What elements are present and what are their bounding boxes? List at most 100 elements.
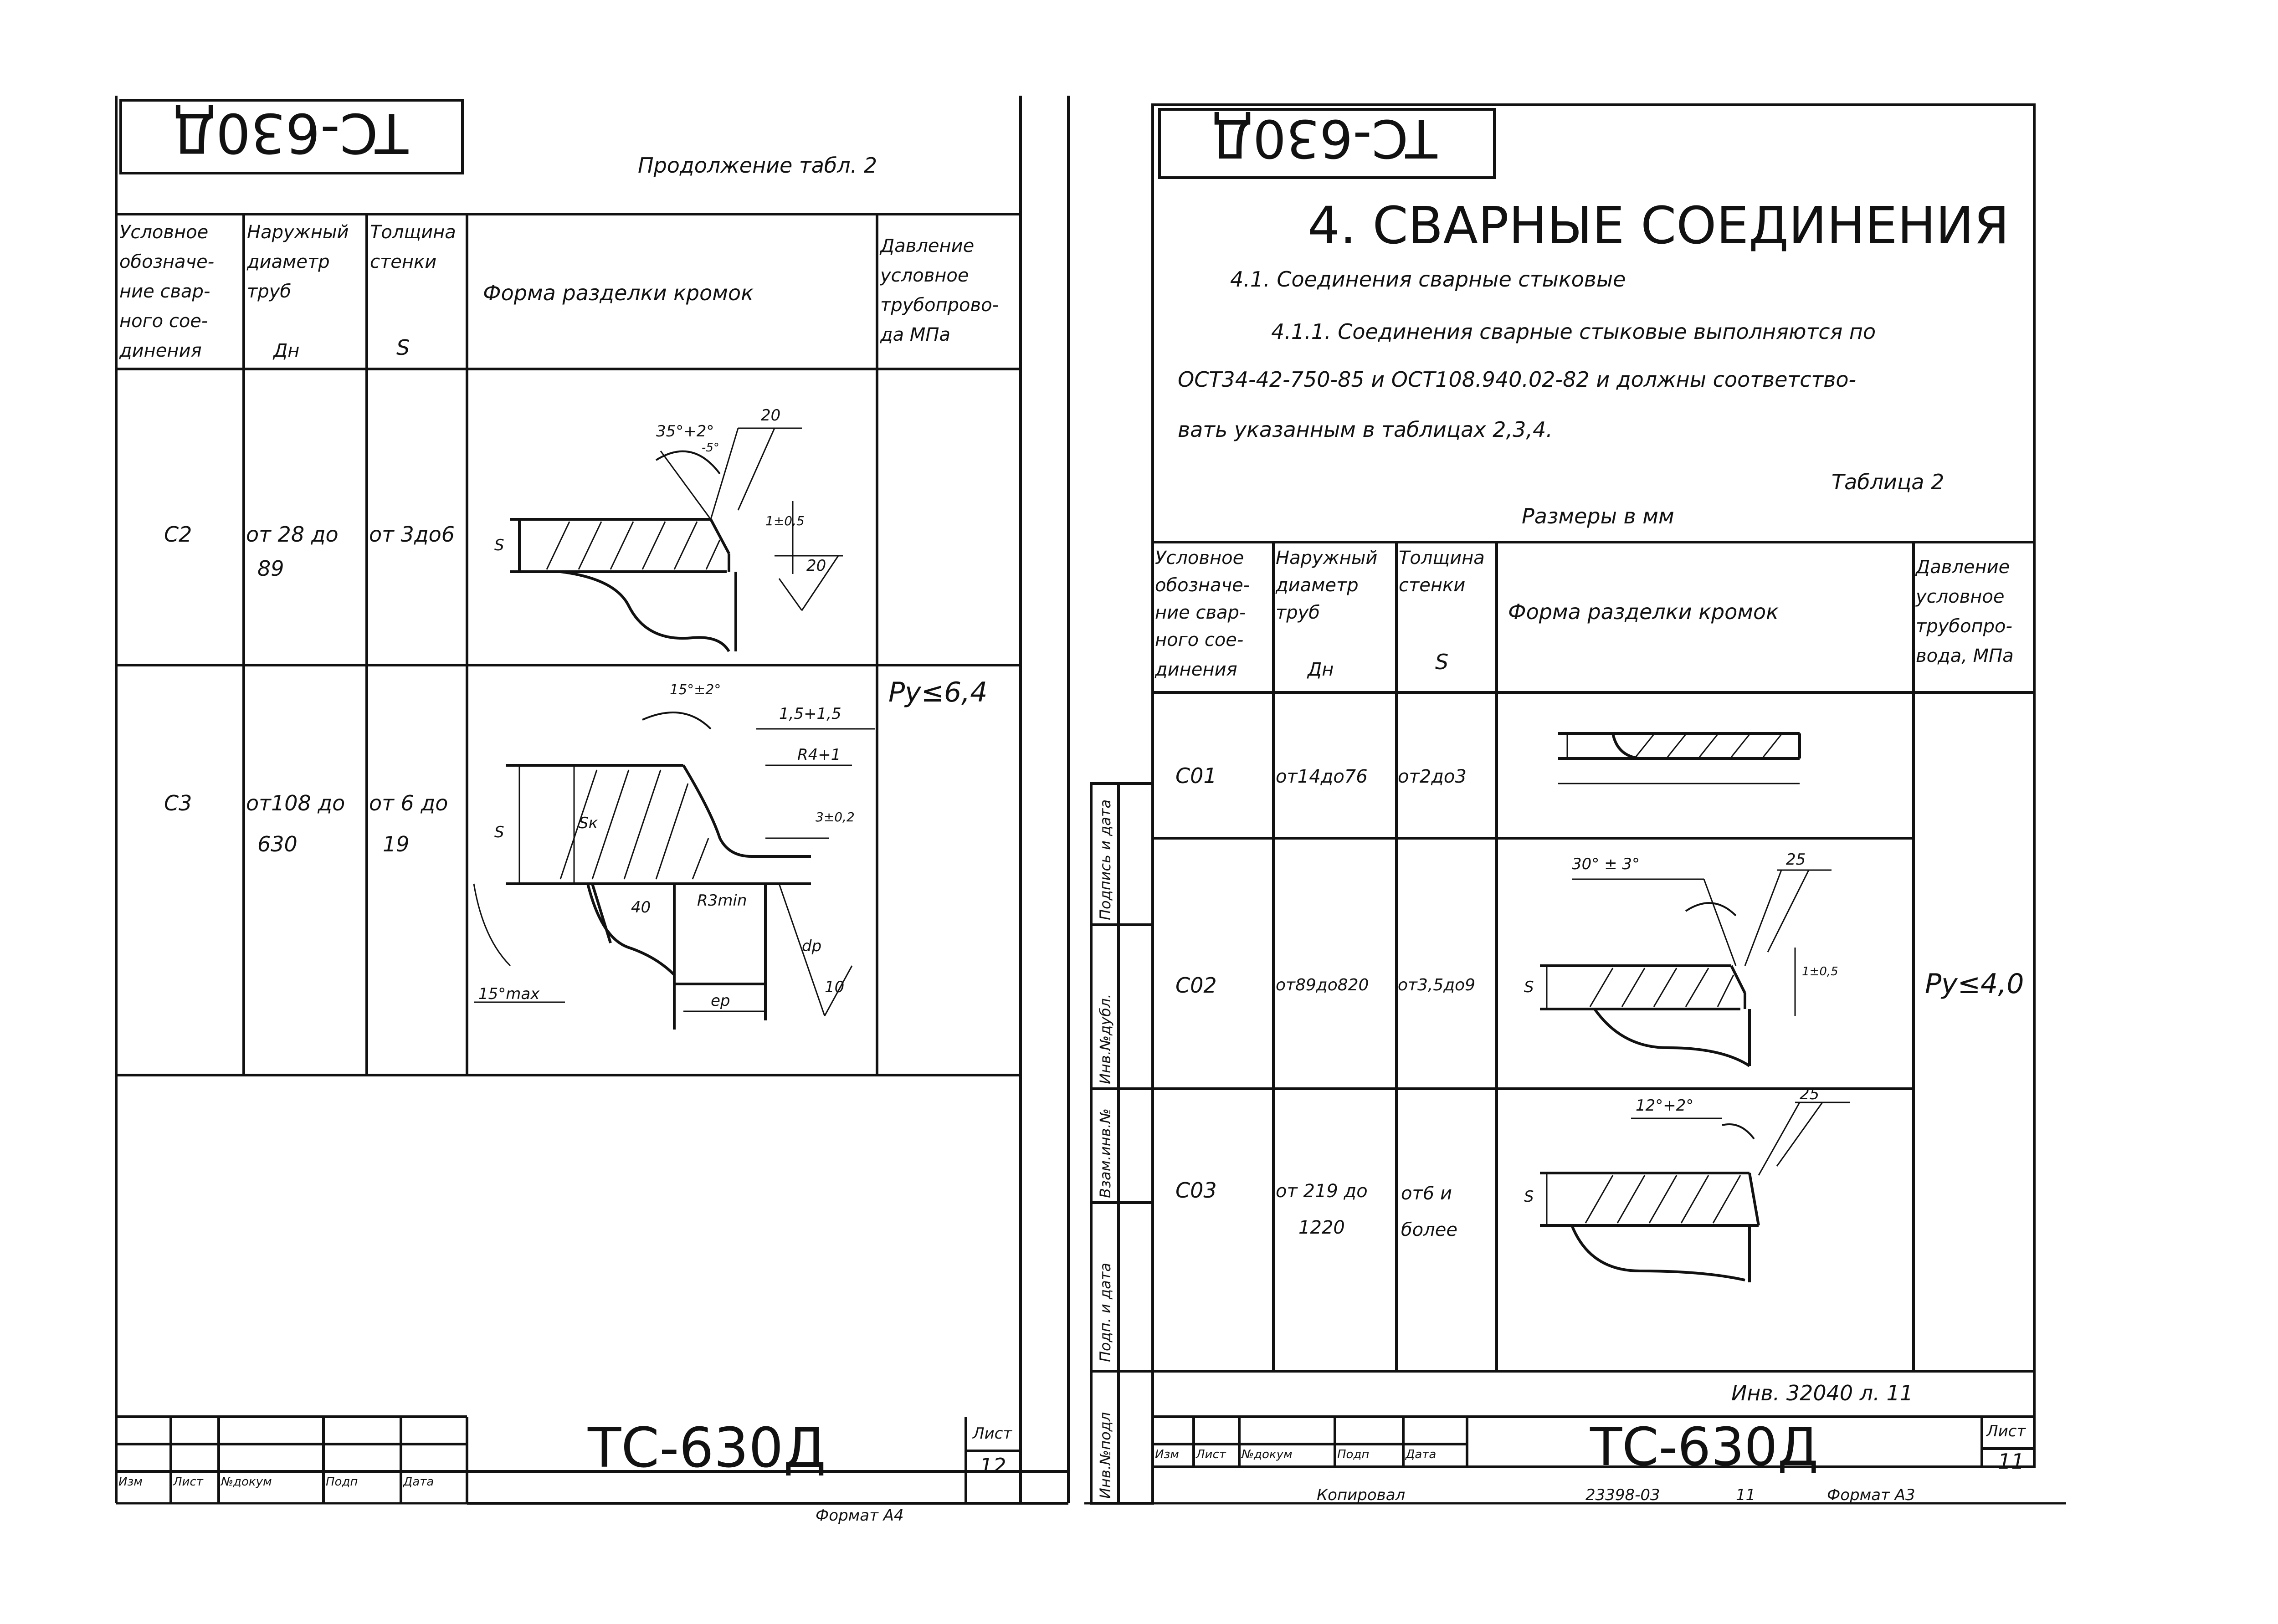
c2-weld-label: 20 (761, 406, 781, 425)
header-text: стенки (370, 251, 437, 272)
row-thickness: от3,5до9 (1398, 976, 1476, 994)
c3-weld-label: 10 (825, 978, 845, 996)
header-text: S (1435, 650, 1449, 674)
c3-radius-label: R4+1 (797, 746, 841, 764)
c02-gap-label: 1±0,5 (1802, 965, 1838, 978)
header-text: обозначе- (1155, 575, 1250, 596)
title-block-col: Подп (326, 1475, 358, 1489)
dimensions-label: Размеры в мм (1522, 504, 1674, 528)
title-block-col: Подп (1337, 1448, 1370, 1461)
header-text: динения (1155, 659, 1237, 680)
c2-gap-label: 1±0,5 (765, 513, 805, 528)
header-text: Дн (273, 340, 300, 361)
c3-dp-label: dp (802, 937, 822, 955)
right-sheet-number: 11 (1998, 1449, 2025, 1474)
header-text: да МПа (880, 324, 950, 345)
c3-ep-label: ep (711, 992, 730, 1010)
c3-max-angle-label: 15°max (478, 985, 540, 1003)
header-text: S (396, 335, 410, 360)
right-designation: ТС-630Д (1590, 1417, 1819, 1478)
c3-dim-label: 40 (631, 898, 651, 917)
side-label: Взам.инв.№ (1097, 1108, 1114, 1198)
left-sheet-label: Лист (973, 1424, 1012, 1443)
paragraph-line: вать указанным в таблицах 2,3,4. (1178, 417, 1553, 442)
title-block-col: Дата (403, 1475, 434, 1489)
title-block-col: Дата (1406, 1448, 1437, 1461)
left-continuation-label: Продолжение табл. 2 (638, 153, 877, 178)
left-designation: ТС-630Д (588, 1417, 826, 1480)
row-diameter: 89 (257, 556, 284, 581)
header-text: стенки (1399, 575, 1466, 596)
header-text: обозначе- (119, 251, 215, 272)
c02-weld-label: 25 (1786, 850, 1806, 869)
left-pressure-value: Ру≤6,4 (888, 676, 988, 708)
header-text: условное (1916, 586, 2005, 607)
c03-thickness-label: S (1524, 1188, 1534, 1206)
section-title: 4. СВАРНЫЕ СОЕДИНЕНИЯ (1308, 196, 2010, 256)
header-text: вода, МПа (1916, 646, 2014, 666)
row-thickness: от 6 до (369, 791, 448, 815)
row-thickness: от 3до6 (369, 522, 455, 547)
paragraph-line: ОСТ34-42-750-85 и ОСТ108.940.02-82 и дол… (1178, 367, 1857, 392)
header-text: Толщина (1399, 548, 1485, 569)
title-block-col: №докум (221, 1475, 272, 1489)
row-diameter: от 219 до (1276, 1181, 1368, 1202)
header-text: диаметр (247, 251, 330, 272)
row-code: С02 (1175, 973, 1217, 998)
right-top-stamp: TC-630Д (1212, 108, 1437, 169)
side-label: Инв.№подл (1097, 1412, 1114, 1499)
header-text: трубопро- (1916, 616, 2012, 637)
row-code: С3 (164, 791, 192, 815)
header-text: ного сое- (1155, 630, 1244, 651)
header-text: динения (119, 340, 202, 361)
title-block-col: Изм (118, 1475, 143, 1489)
side-label: Подп. и дата (1097, 1263, 1114, 1362)
c2-weld-label: 20 (806, 557, 826, 575)
row-diameter: от108 до (246, 791, 345, 815)
c2-thickness-label: S (494, 536, 504, 554)
side-label: Инв.№дубл. (1097, 994, 1114, 1084)
side-label: Подпись и дата (1097, 799, 1114, 920)
order-sheet: 11 (1736, 1486, 1756, 1504)
row-diameter: 630 (257, 832, 298, 856)
c3-dim-label: 3±0,2 (816, 809, 855, 825)
header-text: Дн (1308, 659, 1334, 680)
c03-weld-label: 25 (1800, 1085, 1820, 1103)
header-text: Давление (880, 236, 975, 256)
header-text: трубопрово- (880, 295, 999, 316)
row-diameter: 1220 (1298, 1217, 1345, 1238)
header-text: труб (1276, 602, 1320, 623)
c02-angle-label: 30° ± 3° (1572, 855, 1640, 873)
c2-angle-tolerance: -5° (702, 441, 719, 455)
right-header-col4: Форма разделки кромок (1508, 599, 1779, 624)
header-text: диаметр (1276, 575, 1359, 596)
subsection-title: 4.1. Соединения сварные стыковые (1230, 267, 1626, 292)
row-thickness: более (1401, 1219, 1457, 1240)
table-label: Таблица 2 (1832, 470, 1945, 494)
header-text: Условное (1155, 548, 1244, 569)
header-text: ние свар- (1155, 602, 1246, 623)
title-block-col: Лист (173, 1475, 203, 1489)
c2-angle-label: 35°+2° (656, 422, 714, 441)
c3-sk-label: Sк (579, 814, 598, 832)
c03-angle-label: 12°+2° (1636, 1096, 1694, 1115)
title-block-col: №докум (1242, 1448, 1293, 1461)
header-text: ного сое- (119, 311, 208, 332)
row-code: С03 (1175, 1178, 1217, 1203)
row-code: С01 (1175, 763, 1217, 788)
left-format-label: Формат А4 (816, 1506, 904, 1525)
left-top-stamp: TC-630Д (173, 101, 409, 164)
header-text: Наружный (1276, 548, 1378, 569)
header-text: ние свар- (119, 281, 210, 302)
right-sheet-label: Лист (1986, 1422, 2026, 1440)
row-diameter: от 28 до (246, 522, 339, 547)
header-text: труб (247, 281, 292, 302)
row-thickness: от6 и (1401, 1183, 1452, 1204)
c3-angle-label: 15°±2° (670, 682, 721, 698)
c02-thickness-label: S (1524, 978, 1534, 996)
header-text: Давление (1916, 557, 2010, 578)
right-pressure-value: Ру≤4,0 (1925, 968, 2024, 1000)
left-sheet-number: 12 (980, 1454, 1006, 1478)
row-thickness: от2до3 (1398, 766, 1467, 787)
